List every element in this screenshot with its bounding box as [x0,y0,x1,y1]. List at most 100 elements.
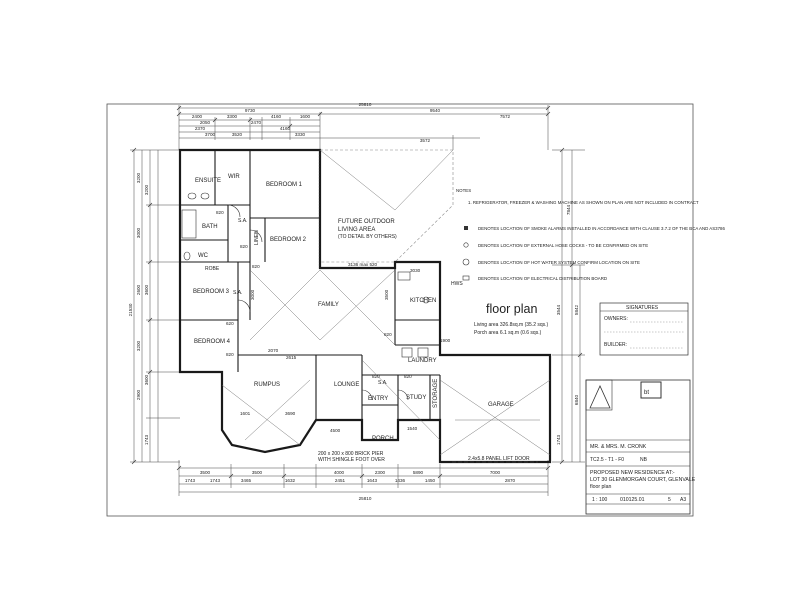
interior-dim-10: 1900 [440,338,451,343]
smoke-alarm-icon [464,226,468,230]
owners-label: OWNERS: [604,316,628,322]
door-swing-entry [361,389,373,401]
right-dim-2: 6840 [574,394,579,405]
hose-cock-icon [463,242,469,248]
room-bath: BATH [202,224,218,230]
interior-dim-2: 3500 [384,289,389,300]
revision-table [585,379,613,411]
door-swing-study [397,389,409,401]
note-item-2: DENOTES LOCATION OF EXTERNAL HOSE COCKS … [478,243,648,248]
interior-dim-16: 820 [404,374,412,379]
title-code: TC2.5 - T1 - F0 [590,457,624,463]
note-item-1: DENOTES LOCATION OF SMOKE ALARMS INSTALL… [478,226,725,231]
top-dim-9: 3520 [232,132,243,137]
room-kitchen: KITCHEN [410,298,436,304]
interior-dim-4: 2070 [268,348,279,353]
interior-dim-11: 620 [226,321,234,326]
left-dim-0: 3200 [136,172,141,183]
top-dim-10: 3330 [295,132,306,137]
internal-walls [180,150,441,420]
left-dim-7: 3600 [144,374,149,385]
interior-dim-6: 3690 [285,411,296,416]
company-triangle-logo [589,385,611,409]
ensuite-basin-2 [200,192,210,200]
top-dim-5: 1600 [300,114,311,119]
smoke-alarm-icon: S.A. [238,218,247,224]
room-storage: STORAGE [433,379,439,408]
overall-bottom-dim: 25810 [359,496,372,501]
porch-area: Porch area 6.1 sq.m (0.6 sqs.) [474,330,542,336]
bath-tub [181,209,197,239]
interior-dim-5: 1601 [240,411,251,416]
hot-water-icon [462,258,470,266]
project-line-1: PROPOSED NEW RESIDENCE AT:- [590,470,675,476]
left-dim-1: 3000 [136,227,141,238]
room-lounge: LOUNGE [334,382,359,388]
top-dim-6: 4160 [280,126,291,131]
drawing-title: floor plan [486,302,537,316]
sheet-border [106,103,694,517]
overall-top-dim: 25810 [359,102,372,107]
room-labels: ENSUITE WIR BEDROOM 1 BATH BEDROOM 2 WC … [193,174,530,463]
bottom-dim-13: 2870 [505,478,516,483]
bottom-dim-8: 1632 [285,478,296,483]
right-dim-0: 3544 [556,304,561,315]
interior-dim-7: 4500 [330,428,341,433]
bottom-dim-1: 3500 [252,470,263,475]
roof-lines [221,149,551,456]
interior-dim-9: 3030 [410,268,421,273]
sheet-title: floor plan [590,484,611,490]
future-area-boundary [320,149,454,263]
interior-dim-8: 1540 [407,426,418,431]
sheet-number: 5 [668,497,671,503]
door-swing-bed2 [249,229,263,243]
fixtures [181,192,430,401]
room-wc: WC [198,253,209,259]
bottom-dim-7000: 7000 [490,470,501,475]
door-swing-bed3 [237,299,251,313]
title-rev: NB [640,457,648,463]
room-bedroom-1: BEDROOM 1 [266,182,303,188]
interior-dim-0: 3136 max 520 [348,262,378,267]
room-linen: LINEN [254,230,260,245]
sheet-size: A3 [680,497,686,503]
overall-left-dim: 21530 [128,303,133,316]
future-area-line1: FUTURE OUTDOOR [338,219,395,225]
top-dim-3: 2470 [251,120,262,125]
distribution-board-icon [462,275,470,281]
top-dim-3572: 3572 [420,138,431,143]
bottom-dim-4: 5890 [413,470,424,475]
top-dim-7: 2370 [195,126,206,131]
top-dim-0: 2400 [192,114,203,119]
dimension-labels: 25810 9730 9540 7572 3572 2400 3300 2050… [128,102,579,501]
room-bedroom-2: BEDROOM 2 [270,237,307,243]
interior-dim-17: 820 [384,332,392,337]
dimension-lines [130,105,585,496]
bottom-dim-7: 3465 [241,478,252,483]
laundry-tub [417,347,429,358]
room-entry: ENTRY [368,396,388,402]
top-dim-9540: 9540 [430,108,441,113]
future-area-line3: (TO DETAIL BY OTHERS) [338,234,397,240]
bottom-dim-2: 4000 [334,470,345,475]
bottom-dim-10: 1643 [367,478,378,483]
title-block: bt MR. & MRS. M. CRONK TC2.5 - T1 - F0 N… [585,379,696,515]
wc-pan [183,251,191,261]
note-item-0: 1. REFRIGERATOR, FREEZER & WASHING MACHI… [468,200,699,205]
top-dim-7572: 7572 [500,114,511,119]
notes-heading: NOTES [456,188,471,193]
bottom-dim-0: 3500 [200,470,211,475]
pier-note-line2: WITH SHINGLE FOOT OVER [318,457,385,463]
smoke-alarm-icon: S.A. [378,380,387,386]
room-laundry: LAUNDRY [408,358,437,364]
room-wir: WIR [228,174,240,180]
note-item-4: DENOTES LOCATION OF ELECTRICAL DISTRIBUT… [478,276,607,281]
room-study: STUDY [406,395,426,401]
top-dim-4: 4160 [271,114,282,119]
ensuite-basin [187,192,197,200]
left-dim-4: 2900 [136,389,141,400]
title-scale: 1 : 100 [592,497,608,503]
wall-hatch [318,150,321,268]
bottom-dim-6: 1743 [210,478,221,483]
